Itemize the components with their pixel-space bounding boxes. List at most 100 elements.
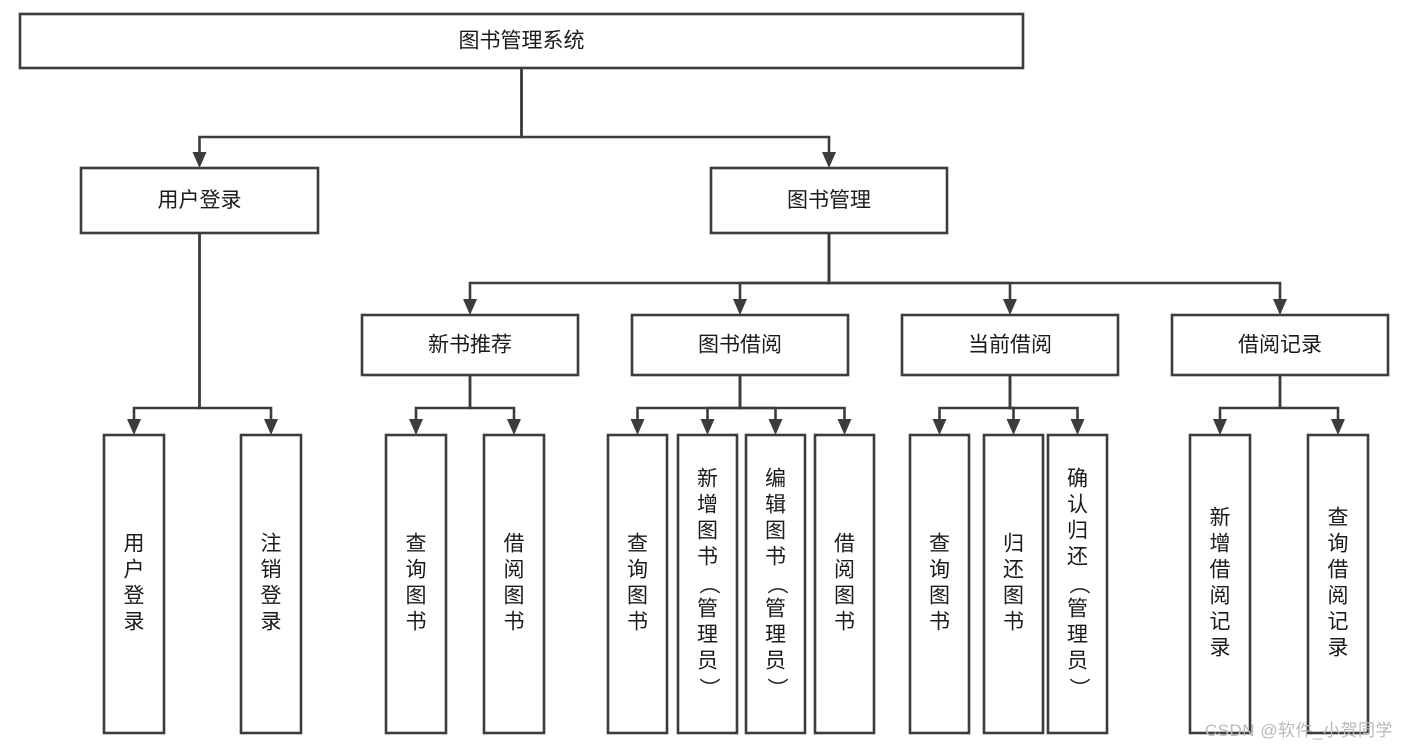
edge-图书借阅-leaf-0 xyxy=(636,375,742,421)
svg-text:新: 新 xyxy=(697,468,718,491)
svg-text:还: 还 xyxy=(1003,559,1024,582)
svg-text:管: 管 xyxy=(765,598,786,621)
node-l3-借阅记录[interactable]: 借阅记录 xyxy=(1170,313,1390,377)
node-l2-图书管理[interactable]: 图书管理 xyxy=(709,166,949,235)
node-leaf-图书借阅-0-rect xyxy=(606,433,669,735)
svg-text:注: 注 xyxy=(261,533,282,556)
svg-text:登: 登 xyxy=(261,585,282,608)
node-l3-新书推荐[interactable]: 新书推荐 xyxy=(360,313,580,377)
edge-mgmt-l3-3-arrow xyxy=(1273,299,1287,315)
svg-text:录: 录 xyxy=(124,611,145,634)
svg-text:）: ） xyxy=(765,678,788,699)
node-leaf-新书推荐-1-rect xyxy=(482,433,546,735)
edge-root-l2-0 xyxy=(198,68,523,154)
svg-text:阅: 阅 xyxy=(1210,585,1231,608)
svg-text:书: 书 xyxy=(834,611,855,634)
edge-图书借阅-leaf-3-arrow xyxy=(837,419,852,435)
svg-text:（: （ xyxy=(1067,574,1090,595)
node-l3-图书借阅-rect xyxy=(630,313,850,377)
svg-text:图: 图 xyxy=(1003,585,1024,608)
node-l3-当前借阅[interactable]: 当前借阅 xyxy=(900,313,1120,377)
edge-借阅记录-leaf-1-arrow xyxy=(1331,419,1345,435)
svg-text:图: 图 xyxy=(929,585,950,608)
svg-text:查: 查 xyxy=(627,533,648,556)
node-l2-用户登录[interactable]: 用户登录 xyxy=(79,166,320,235)
svg-text:阅: 阅 xyxy=(834,559,855,582)
edge-新书推荐-leaf-0 xyxy=(414,375,472,421)
svg-text:借: 借 xyxy=(1328,559,1349,582)
svg-text:图: 图 xyxy=(697,520,718,543)
svg-text:书: 书 xyxy=(627,611,648,634)
node-l3-借阅记录-rect xyxy=(1170,313,1390,377)
node-leaf-图书借阅-3-rect xyxy=(813,433,876,735)
svg-text:（: （ xyxy=(765,574,788,595)
node-l3-借阅记录-label: 借阅记录 xyxy=(1238,334,1322,357)
node-leaf-用户登录-0[interactable]: 用户登录 xyxy=(102,433,166,735)
node-root[interactable]: 图书管理系统 xyxy=(18,12,1025,70)
svg-text:书: 书 xyxy=(929,611,950,634)
svg-text:增: 增 xyxy=(697,494,718,517)
svg-text:书: 书 xyxy=(765,546,786,569)
node-l2-用户登录-rect xyxy=(79,166,320,235)
svg-text:确: 确 xyxy=(1067,468,1088,491)
node-leaf-图书借阅-2-rect xyxy=(744,433,807,735)
svg-text:管: 管 xyxy=(1067,598,1088,621)
svg-text:询: 询 xyxy=(627,559,648,582)
edge-新书推荐-leaf-1-arrow xyxy=(507,419,521,435)
svg-text:还: 还 xyxy=(1067,546,1088,569)
node-leaf-当前借阅-0-rect xyxy=(908,433,971,735)
edge-借阅记录-leaf-0 xyxy=(1218,375,1282,421)
edge-图书借阅-leaf-1-arrow xyxy=(700,419,715,435)
node-l3-新书推荐-label: 新书推荐 xyxy=(428,334,512,357)
svg-text:销: 销 xyxy=(261,559,282,582)
svg-text:登: 登 xyxy=(124,585,145,608)
svg-text:图: 图 xyxy=(765,520,786,543)
svg-text:询: 询 xyxy=(929,559,950,582)
node-l2-用户登录-label: 用户登录 xyxy=(158,189,242,212)
node-leaf-用户登录-0-label: 用户登录 xyxy=(124,533,145,634)
edge-当前借阅-leaf-0 xyxy=(938,375,1012,421)
svg-text:归: 归 xyxy=(1067,520,1088,543)
svg-text:查: 查 xyxy=(1328,507,1349,530)
svg-text:理: 理 xyxy=(1067,624,1088,647)
node-l3-图书借阅[interactable]: 图书借阅 xyxy=(630,313,850,377)
edge-mgmt-l3-0-arrow xyxy=(463,299,477,315)
node-root-rect xyxy=(18,12,1025,70)
svg-text:录: 录 xyxy=(1328,637,1349,660)
node-l3-当前借阅-rect xyxy=(900,313,1120,377)
svg-text:借: 借 xyxy=(1210,559,1231,582)
edge-图书借阅-leaf-2 xyxy=(738,375,777,421)
svg-text:新: 新 xyxy=(1210,507,1231,530)
watermark-text: CSDN @软件_小贺同学 xyxy=(1204,721,1393,740)
svg-text:员: 员 xyxy=(765,650,786,673)
edges-layer xyxy=(127,68,1345,435)
node-leaf-借阅记录-1-rect xyxy=(1306,433,1370,735)
svg-text:管: 管 xyxy=(697,598,718,621)
node-leaf-用户登录-1-rect xyxy=(239,433,303,735)
node-l3-图书借阅-label: 图书借阅 xyxy=(698,334,782,357)
svg-text:书: 书 xyxy=(697,546,718,569)
svg-text:查: 查 xyxy=(406,533,427,556)
